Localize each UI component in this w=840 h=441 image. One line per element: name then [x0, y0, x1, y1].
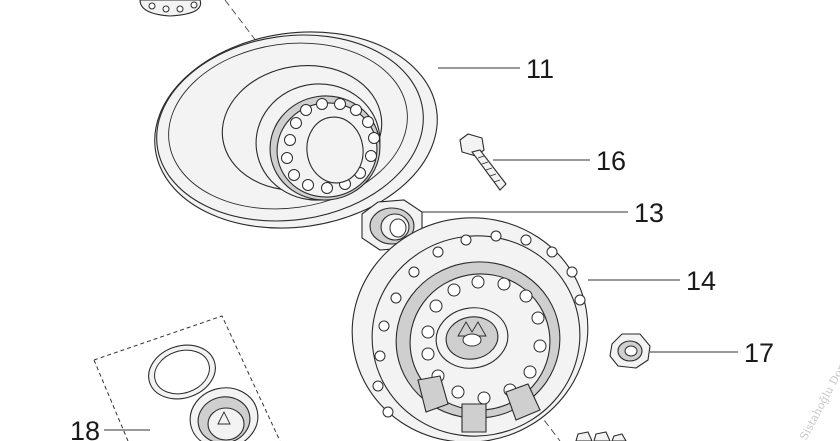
brake-disc [139, 0, 438, 229]
wheel-bolt [459, 133, 507, 191]
callout-18: 18 [70, 416, 100, 441]
flange-nut [609, 333, 651, 369]
wheel-hub [351, 217, 589, 441]
callout-11: 11 [526, 54, 554, 84]
callout-13: 13 [634, 198, 664, 228]
callout-14: 14 [686, 266, 716, 296]
callout-17: 17 [744, 338, 774, 368]
bearing-kit [148, 344, 259, 441]
kit-boundary-18 [93, 315, 281, 441]
callout-16: 16 [596, 146, 626, 176]
watermark-text: Sistahoğlu Dorse [797, 352, 840, 441]
stud-fragments [575, 431, 627, 441]
